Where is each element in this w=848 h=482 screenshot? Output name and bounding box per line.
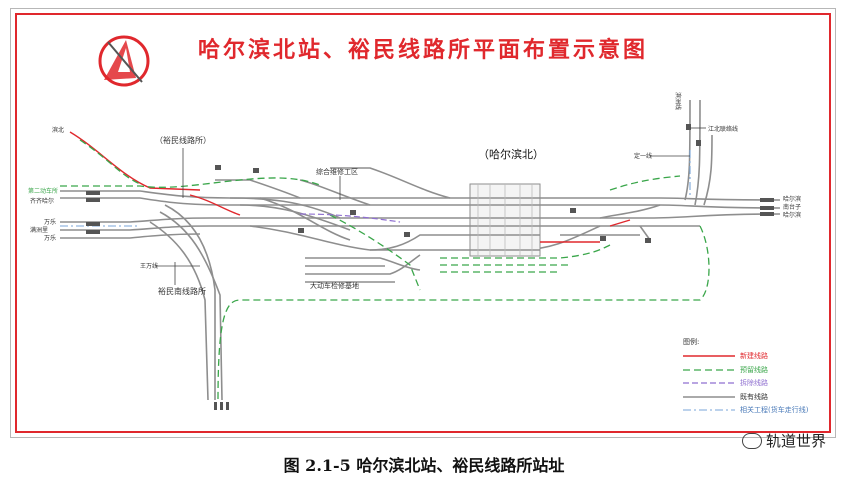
station-platform-block <box>469 183 541 257</box>
legend-title: 图例: <box>683 337 699 346</box>
railway-logo-icon <box>98 35 150 87</box>
label-wan-le-1: 万乐 <box>44 219 56 226</box>
figure-caption: 图 2.1-5 哈尔滨北站、裕民线路所站址 <box>283 456 565 475</box>
label-ding-yi: 定一线 <box>634 152 652 160</box>
watermark: 轨道世界 <box>741 430 826 451</box>
figure-frame <box>10 8 836 438</box>
legend-item-existing: 既有线路 <box>740 392 768 401</box>
label-maintenance: 综合维修工区 <box>316 167 358 176</box>
legend-item-reserved: 预留线路 <box>740 365 768 374</box>
label-binzhou: 滨洲线 <box>674 92 682 110</box>
wechat-icon <box>741 432 762 449</box>
label-man-zhou-li: 满洲里 <box>30 226 48 234</box>
watermark-text: 轨道世界 <box>765 432 826 450</box>
label-wan-le-2: 万乐 <box>44 235 56 242</box>
diagram-border <box>15 13 831 433</box>
label-binbei: 滨北 <box>52 126 64 134</box>
label-di-er-dong-che: 第二动车所 <box>28 187 58 195</box>
label-harbin-2: 哈尔滨 <box>783 211 801 219</box>
label-qiqihar: 齐齐哈尔 <box>30 197 54 205</box>
demolish-lines <box>299 213 401 223</box>
legend-item-related: 相关工程(货车走行线) <box>740 405 809 414</box>
legend-swatches <box>683 355 735 411</box>
label-nan-tai-zi: 南台子 <box>783 203 801 211</box>
diagram-title: 哈尔滨北站、裕民线路所平面布置示意图 <box>198 37 649 63</box>
signal-symbols <box>86 124 774 410</box>
existing-tracks <box>60 99 781 401</box>
label-yumin-south: 裕民南线路所 <box>158 286 206 296</box>
label-harbin: 哈尔滨 <box>783 195 801 203</box>
reserved-lines <box>60 139 710 401</box>
leader-lines <box>155 127 706 285</box>
label-station-main: （哈尔滨北） <box>478 147 544 161</box>
legend-item-demolish: 拆除线路 <box>740 378 768 387</box>
label-yumin-junction: （裕民线路所） <box>155 135 211 145</box>
label-wang-wan: 王万线 <box>140 262 158 270</box>
label-depot: 大动车检修基地 <box>310 281 359 290</box>
legend-item-new: 新建线路 <box>740 351 768 360</box>
label-jiang-bei: 江北联络线 <box>708 125 738 133</box>
